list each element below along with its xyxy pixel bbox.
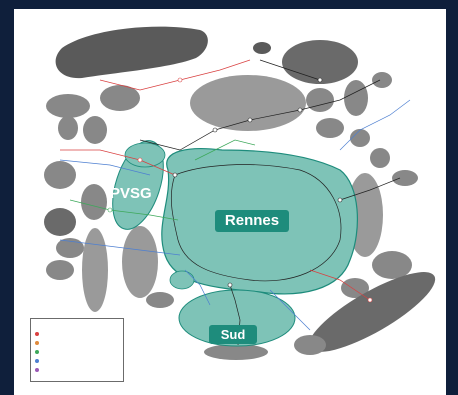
gray-zone-e-5 (350, 129, 370, 147)
legend-item (35, 340, 42, 345)
station-markers (107, 77, 373, 303)
teal-zone-n (124, 142, 166, 168)
zone-label-pvsg: PVSG (110, 185, 152, 202)
gray-zone-e-1 (306, 88, 334, 112)
gray-zone-nw-1 (46, 94, 90, 118)
gray-zone-e-6 (370, 148, 390, 168)
gray-zone-e-3 (372, 72, 392, 88)
gray-zone-w-6 (56, 238, 84, 258)
gray-zone-s-2 (294, 335, 326, 355)
station-marker (247, 117, 253, 123)
gray-zone-s-1 (204, 344, 268, 360)
station-marker (177, 77, 183, 83)
gray-zone-w-5 (44, 208, 76, 236)
gray-zone-e-2 (344, 80, 368, 116)
station-marker (317, 77, 323, 83)
map-legend (30, 318, 124, 382)
north-dark-zone (55, 26, 208, 79)
station-marker (337, 197, 343, 203)
gray-zone-s-3 (146, 292, 174, 308)
gray-zone-w-1 (58, 116, 78, 140)
station-marker (227, 282, 233, 288)
gray-zone-e-10 (341, 278, 369, 298)
legend-item (35, 367, 42, 372)
gray-zone-e-7 (392, 170, 418, 186)
north-small-zone (253, 42, 271, 54)
sud-zone (178, 289, 296, 347)
gray-zone-sw-1 (82, 228, 108, 312)
teal-zone-s-small (169, 270, 195, 290)
station-marker (367, 297, 373, 303)
gray-zone-nw-2 (100, 85, 140, 111)
gray-zone-e-4 (316, 118, 344, 138)
gray-zone-w-4 (81, 184, 107, 220)
gray-zone-w-3 (44, 161, 76, 189)
station-marker (137, 157, 143, 163)
zone-label-rennes: Rennes (215, 210, 289, 232)
station-marker (172, 172, 178, 178)
legend-item (35, 358, 42, 363)
gray-zone-se-1 (308, 272, 436, 352)
gray-zone-w-7 (46, 260, 74, 280)
station-marker (297, 107, 303, 113)
network-lines (59, 59, 411, 346)
legend-item (35, 349, 42, 354)
gray-zone-north-center (190, 75, 306, 131)
station-marker (107, 207, 113, 213)
north-east-dark-zone (282, 40, 358, 84)
station-marker (212, 127, 218, 133)
gray-zone-e-9 (372, 251, 412, 279)
zone-label-sud: Sud (209, 325, 257, 344)
gray-zone-w-2 (83, 116, 107, 144)
legend-item (35, 331, 42, 336)
gray-zone-sw-2 (122, 226, 158, 298)
